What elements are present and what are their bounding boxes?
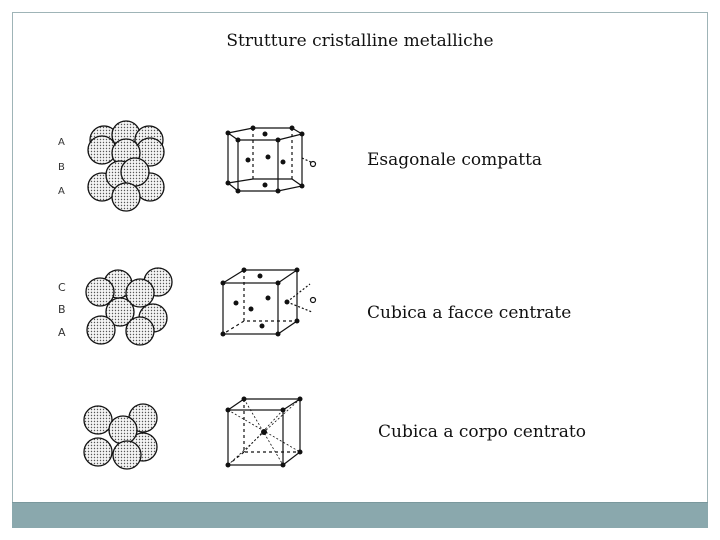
fcc-sphere-stack: [85, 267, 173, 346]
footer-bar: [12, 502, 708, 528]
hcp-label: Esagonale compatta: [367, 150, 543, 170]
bcc-unit-cell: [225, 396, 303, 468]
hcp-layer-bottom: A: [58, 186, 65, 197]
fcc-layer-middle: B: [58, 303, 66, 316]
hcp-sphere-stack: [87, 120, 165, 212]
fcc-layer-bottom: A: [58, 326, 66, 339]
bcc-sphere-stack: [83, 403, 158, 470]
slide-title: Strutture cristalline metalliche: [226, 31, 494, 51]
fcc-layer-top: C: [58, 281, 66, 294]
fcc-unit-cell: [220, 267, 317, 337]
hcp-unit-cell: [225, 125, 317, 194]
bcc-label: Cubica a corpo centrato: [378, 422, 586, 442]
hcp-layer-top: A: [58, 137, 65, 148]
fcc-label: Cubica a facce centrate: [367, 303, 572, 323]
hcp-layer-middle: B: [58, 162, 65, 173]
